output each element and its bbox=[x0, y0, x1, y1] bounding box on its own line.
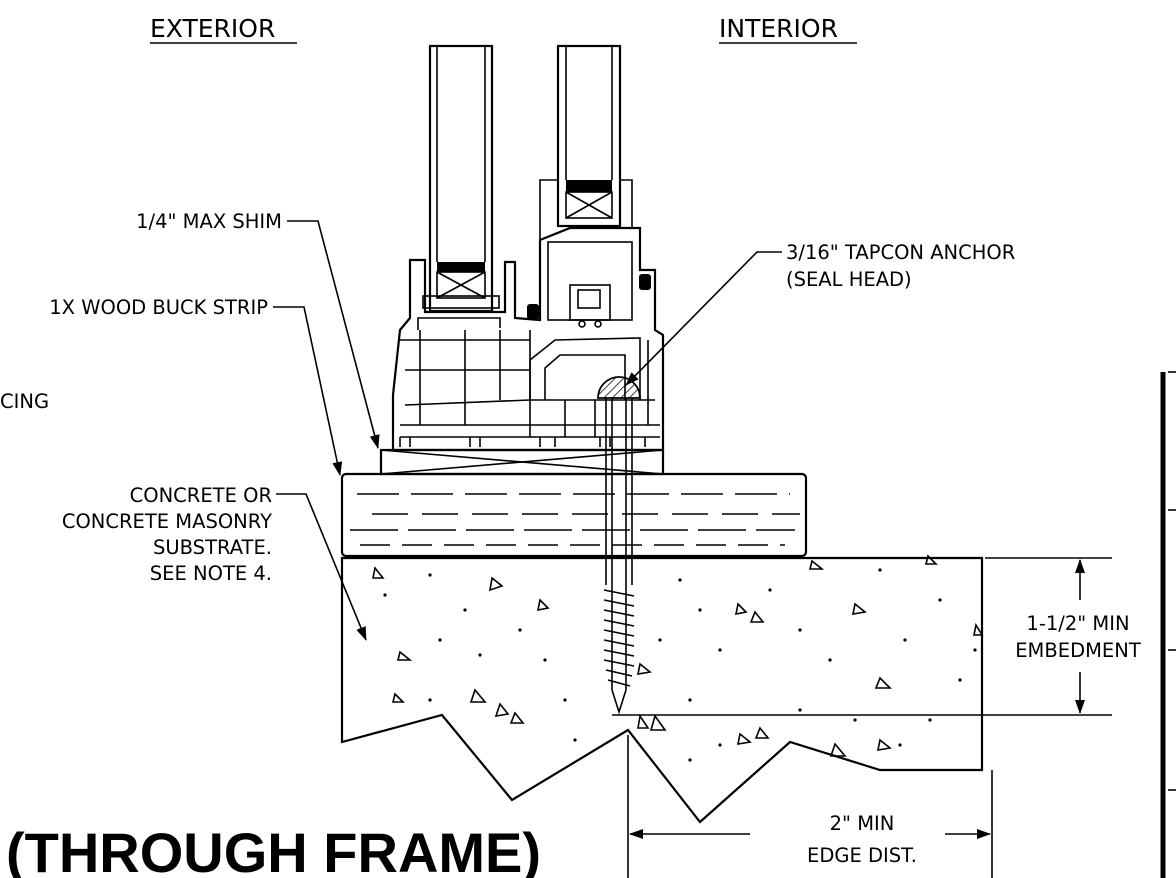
tapcon-anchor bbox=[603, 398, 635, 715]
interior-header: INTERIOR bbox=[719, 14, 857, 44]
label-anchor: 3/16" TAPCON ANCHOR (SEAL HEAD) bbox=[625, 241, 1015, 386]
label-substrate: CONCRETE OR CONCRETE MASONRY SUBSTRATE. … bbox=[62, 484, 367, 641]
svg-text:1X WOOD BUCK STRIP: 1X WOOD BUCK STRIP bbox=[49, 296, 268, 319]
svg-text:(SEAL HEAD): (SEAL HEAD) bbox=[786, 268, 912, 291]
exterior-header: EXTERIOR bbox=[150, 14, 297, 44]
label-shim: 1/4" MAX SHIM bbox=[136, 210, 380, 449]
label-buck-strip: 1X WOOD BUCK STRIP bbox=[49, 296, 343, 476]
svg-text:SUBSTRATE.: SUBSTRATE. bbox=[153, 536, 272, 559]
title-block-border bbox=[1160, 371, 1176, 878]
shim bbox=[379, 448, 665, 476]
svg-text:SEE NOTE 4.: SEE NOTE 4. bbox=[150, 562, 272, 585]
svg-text:3/16" TAPCON ANCHOR: 3/16" TAPCON ANCHOR bbox=[786, 241, 1015, 264]
svg-text:CONCRETE MASONRY: CONCRETE MASONRY bbox=[62, 510, 272, 533]
concrete-substrate bbox=[340, 554, 984, 824]
svg-text:1/4" MAX SHIM: 1/4" MAX SHIM bbox=[136, 210, 282, 233]
embedment-dimension: 1-1/2" MIN EMBEDMENT bbox=[612, 557, 1141, 716]
svg-text:1-1/2" MIN: 1-1/2" MIN bbox=[1026, 612, 1129, 635]
anchor-threads bbox=[603, 589, 635, 687]
interior-glass-pane bbox=[556, 44, 622, 228]
detail-title: (THROUGH FRAME) bbox=[6, 821, 541, 878]
svg-text:2" MIN: 2" MIN bbox=[830, 812, 895, 835]
edge-distance-dimension: 2" MIN EDGE DIST. bbox=[627, 735, 993, 878]
wood-buck-strip bbox=[340, 472, 808, 558]
label-cutoff: CING bbox=[0, 390, 49, 413]
svg-text:INTERIOR: INTERIOR bbox=[719, 14, 838, 43]
svg-text:CONCRETE OR: CONCRETE OR bbox=[130, 484, 272, 507]
svg-text:EXTERIOR: EXTERIOR bbox=[150, 14, 275, 43]
svg-text:CING: CING bbox=[0, 390, 49, 413]
svg-text:EMBEDMENT: EMBEDMENT bbox=[1015, 639, 1141, 662]
exterior-glass-pane bbox=[428, 44, 494, 313]
window-sill-frame bbox=[391, 179, 665, 452]
svg-text:EDGE DIST.: EDGE DIST. bbox=[807, 844, 917, 867]
